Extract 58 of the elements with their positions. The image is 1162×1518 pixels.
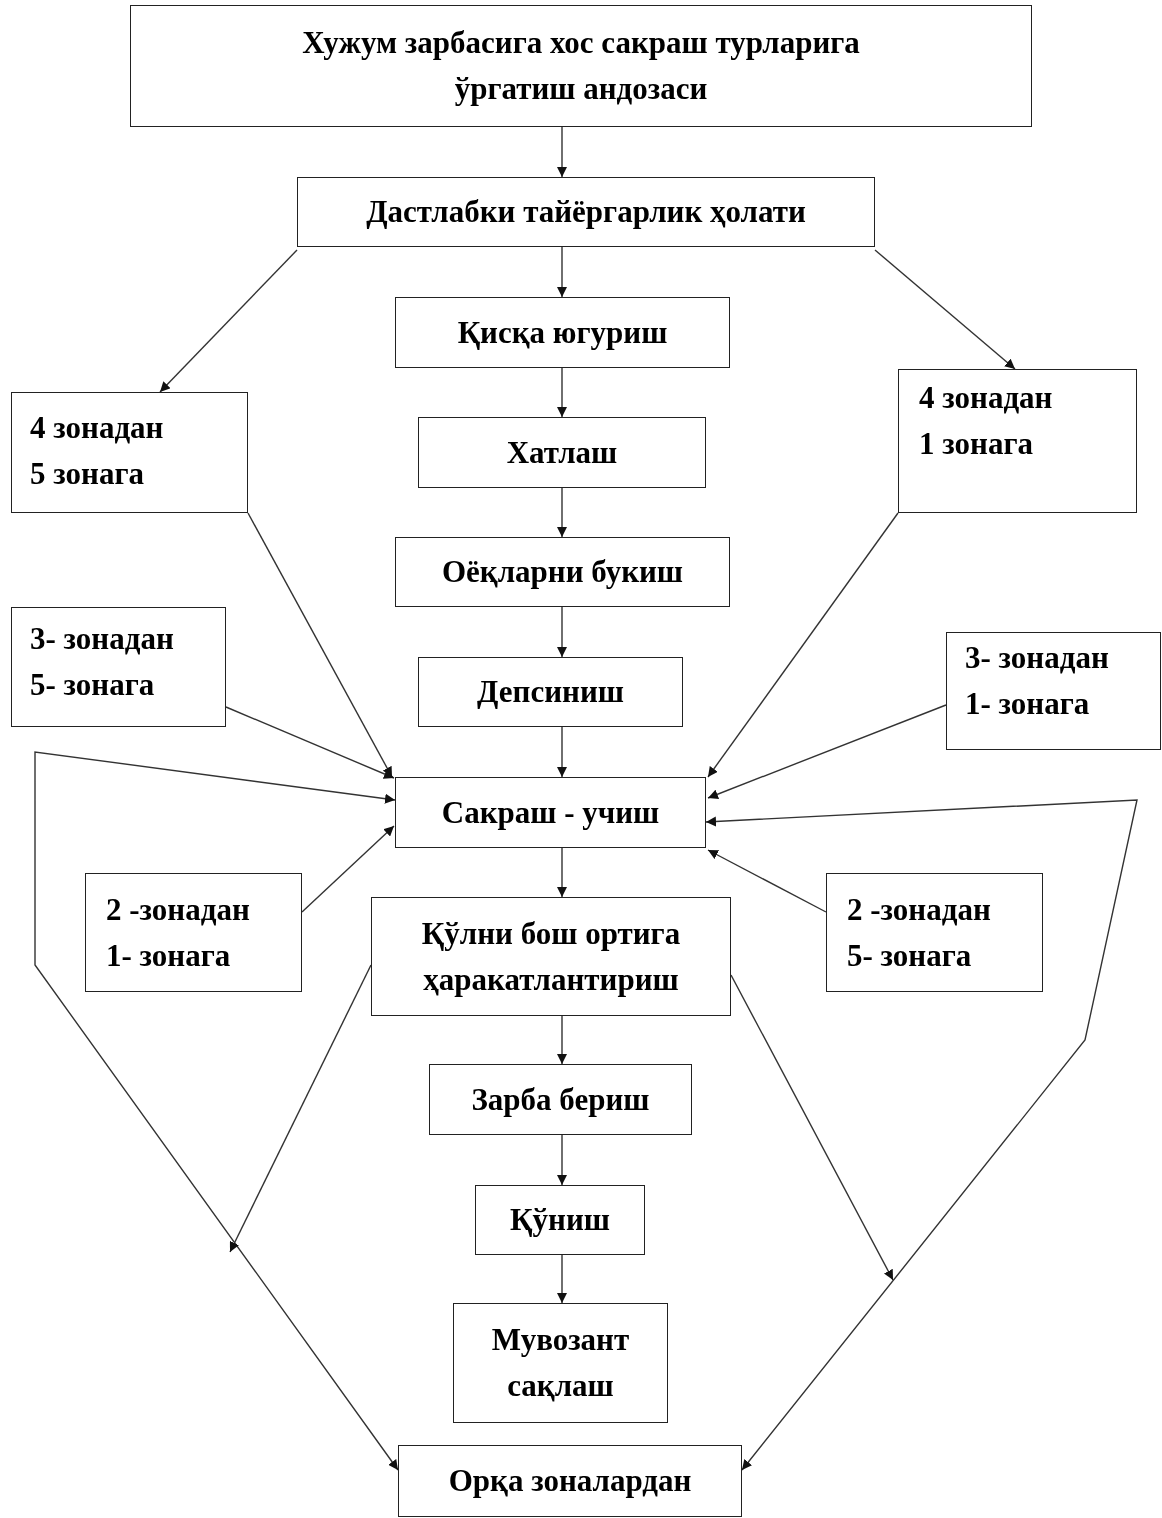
arrow <box>705 799 1138 1471</box>
node-label: Депсиниш <box>477 673 624 711</box>
arrow <box>557 126 567 178</box>
process-box <box>11 392 248 513</box>
node-label: Сакраш - учиш <box>441 793 660 832</box>
node-label: Қўлни бош ортига ҳаракатлантириш <box>420 914 682 999</box>
process-box <box>475 1185 645 1255</box>
arrow <box>225 706 395 779</box>
arrow <box>557 487 567 538</box>
arrow <box>557 726 567 778</box>
node-label: 2 -зонадан 5- зонага <box>847 890 992 975</box>
node-label: 2 -зонадан 1- зонага <box>106 890 251 975</box>
node-label: 3- зонадан 1- зонага <box>965 639 1110 723</box>
process-box <box>898 369 1137 513</box>
process-box <box>395 297 730 368</box>
arrow <box>557 1134 567 1186</box>
process-box <box>453 1303 668 1423</box>
process-box <box>429 1064 692 1135</box>
arrow <box>557 1254 567 1304</box>
node-label: Зарба бериш <box>471 1080 650 1119</box>
node-label: Хатлаш <box>506 433 618 472</box>
arrow <box>557 606 567 658</box>
node-label: 4 зонадан 5 зонага <box>30 409 165 493</box>
arrow <box>557 847 567 898</box>
node-label: Мувозант сақлаш <box>490 1321 631 1405</box>
process-box <box>826 873 1043 992</box>
process-box <box>418 417 706 488</box>
arrow <box>707 512 899 778</box>
arrow <box>557 367 567 418</box>
arrow <box>707 704 947 799</box>
node-label: Дастлабки тайёргарлик ҳолати <box>366 193 806 231</box>
process-box <box>371 897 731 1016</box>
process-box <box>418 657 683 727</box>
arrow <box>247 512 393 778</box>
arrow <box>557 246 567 298</box>
arrow <box>159 249 298 393</box>
node-label: Қўниш <box>510 1201 610 1239</box>
process-box <box>11 607 226 727</box>
arrow <box>301 825 395 913</box>
node-label: 3- зонадан 5- зонага <box>30 620 175 704</box>
node-label: Оёқларни букиш <box>441 553 684 591</box>
arrow <box>557 1015 567 1065</box>
node-label: Орқа зоналардан <box>448 1462 692 1500</box>
node-label: Хужум зарбасига хос сакраш турларига ўргатиш андозаси <box>301 24 861 108</box>
process-box <box>130 5 1032 127</box>
process-box <box>395 777 706 848</box>
arrow <box>34 751 399 1471</box>
process-box <box>395 537 730 607</box>
node-label: 4 зонадан 1 зонага <box>919 379 1054 463</box>
arrow <box>707 849 827 913</box>
arrow <box>874 249 1016 370</box>
node-label: Қисқа югуриш <box>457 313 668 352</box>
process-box <box>946 632 1161 750</box>
arrow <box>229 964 372 1253</box>
process-box <box>297 177 875 247</box>
process-box <box>85 873 302 992</box>
arrow <box>730 974 894 1281</box>
process-box <box>398 1445 742 1517</box>
